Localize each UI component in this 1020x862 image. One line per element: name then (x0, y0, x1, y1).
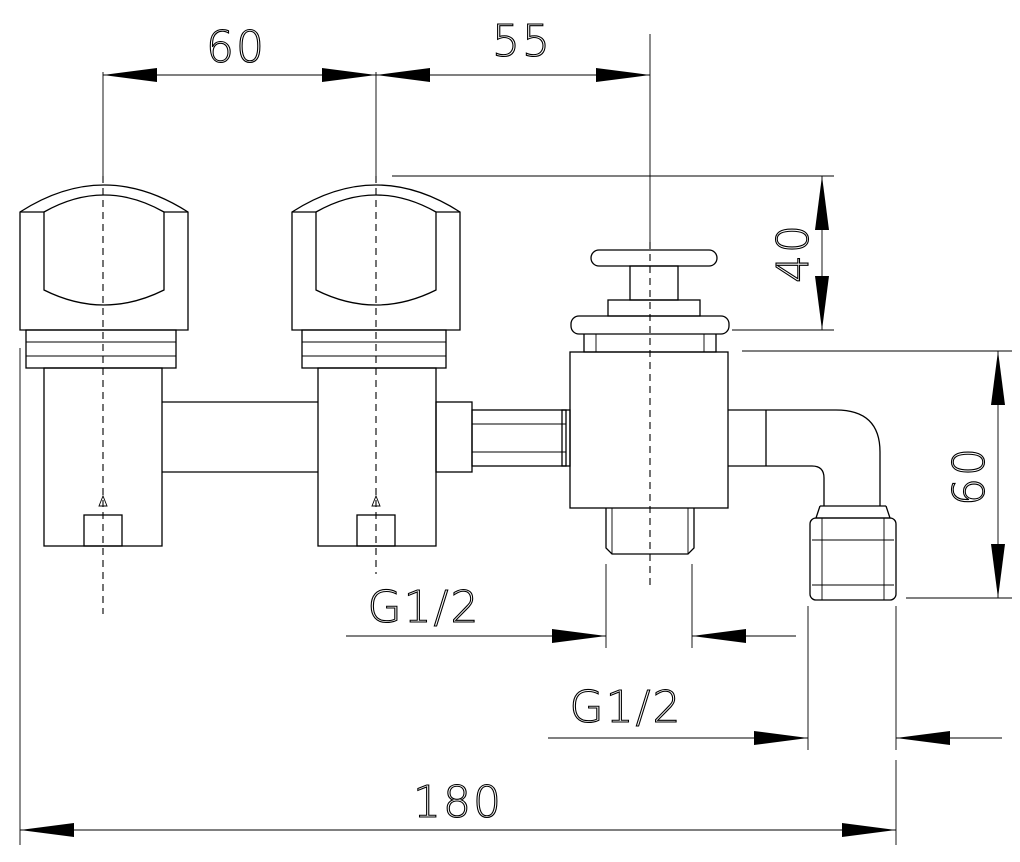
centerlines (102, 176, 651, 614)
dim-label-60: 60 (206, 22, 266, 73)
dim-label-40: 40 (768, 223, 819, 283)
outlet-elbow (728, 409, 897, 601)
middle-valve (291, 184, 473, 547)
connecting-pipe (162, 401, 318, 473)
dim-label-g12-inlet: G1/2 (368, 582, 481, 633)
dimension-thread-outlet: G1/2 (548, 606, 1002, 750)
dim-label-60-vertical: 60 (944, 446, 995, 506)
dim-label-180: 180 (413, 777, 503, 828)
dimension-outlet-height: 60 (742, 350, 1012, 599)
dimension-knob-height: 40 (392, 175, 834, 331)
dim-label-g12-outlet: G1/2 (570, 682, 683, 733)
connector-pipe (471, 409, 571, 467)
dimension-top: 60 55 (102, 15, 651, 242)
left-valve (19, 184, 189, 547)
dimension-thread-inlet: G1/2 (346, 564, 796, 648)
dimension-total-width: 180 (19, 348, 897, 845)
dim-label-55: 55 (492, 16, 552, 67)
